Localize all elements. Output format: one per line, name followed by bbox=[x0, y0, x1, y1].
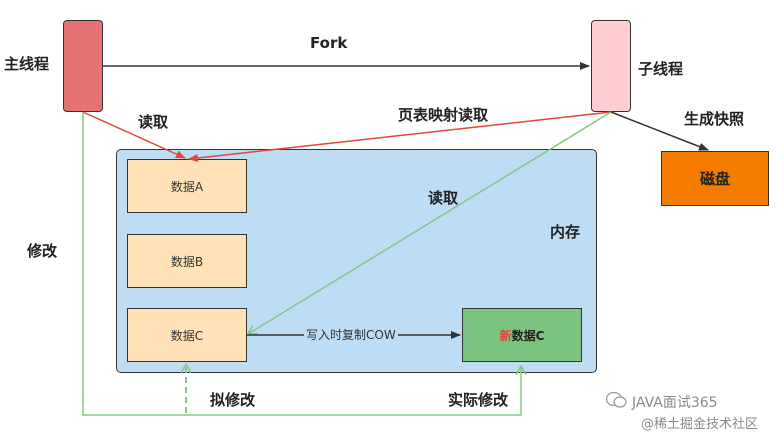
fork-label: Fork bbox=[310, 34, 348, 52]
main-read-arrow bbox=[82, 111, 186, 159]
wechat-icon bbox=[605, 391, 628, 413]
data-c-box: 数据C bbox=[127, 308, 247, 362]
watermark-title: JAVA面试365 bbox=[632, 395, 718, 411]
new-prefix: 新 bbox=[499, 328, 512, 343]
page-table-read-label: 页表映射读取 bbox=[398, 106, 489, 124]
modify-label: 修改 bbox=[27, 242, 58, 260]
new-rest: 数据C bbox=[511, 328, 545, 343]
main-thread-label: 主线程 bbox=[4, 55, 50, 73]
snapshot-arrow bbox=[610, 111, 709, 151]
data-b-box: 数据B bbox=[127, 234, 247, 288]
child-thread-bar bbox=[591, 20, 631, 112]
actual-modify-label: 实际修改 bbox=[448, 391, 509, 409]
snapshot-label: 生成快照 bbox=[684, 110, 745, 128]
main-thread-bar bbox=[63, 20, 103, 112]
main-read-label: 读取 bbox=[138, 113, 169, 131]
memory-label: 内存 bbox=[550, 223, 581, 241]
data-a-label: 数据A bbox=[170, 179, 204, 194]
data-c-label: 数据C bbox=[170, 328, 204, 343]
child-read-label: 读取 bbox=[428, 189, 459, 207]
child-read-arrow bbox=[248, 111, 612, 334]
cow-label: 写入时复制COW bbox=[304, 326, 398, 344]
new-data-c-box: 新数据C bbox=[462, 308, 582, 362]
modify-path bbox=[82, 112, 521, 416]
watermark-source: @稀土掘金技术社区 bbox=[641, 417, 759, 432]
disk-label: 磁盘 bbox=[699, 170, 730, 188]
data-b-label: 数据B bbox=[170, 254, 204, 269]
planned-modify-label: 拟修改 bbox=[210, 391, 256, 409]
data-a-box: 数据A bbox=[127, 159, 247, 213]
disk-box: 磁盘 bbox=[661, 151, 769, 206]
child-thread-label: 子线程 bbox=[638, 60, 684, 78]
page-table-read-arrow bbox=[188, 111, 612, 162]
